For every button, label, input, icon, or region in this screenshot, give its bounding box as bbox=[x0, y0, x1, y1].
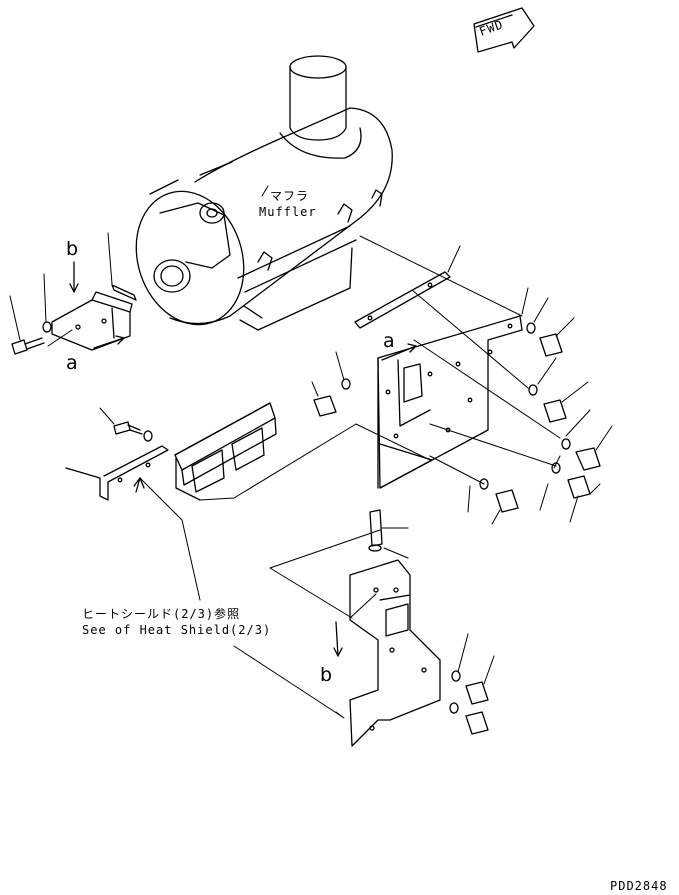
reference-label-jp: ヒートシールド(2/3)参照 bbox=[82, 607, 241, 621]
center-strap bbox=[354, 271, 451, 329]
fwd-arrow-icon bbox=[473, 7, 535, 53]
lower-left-rod bbox=[65, 421, 169, 501]
left-heat-shield bbox=[174, 402, 277, 501]
drawing-number: PDD2848 bbox=[610, 879, 668, 893]
leader-lines bbox=[9, 185, 613, 719]
callout-a-left: a bbox=[66, 352, 78, 374]
lower-bracket bbox=[349, 509, 441, 747]
muffler-label-jp: マフラ bbox=[270, 189, 310, 203]
muffler bbox=[135, 55, 393, 331]
right-heat-shield bbox=[377, 315, 523, 489]
callout-b-bottom: b bbox=[320, 664, 333, 686]
callout-b-top: b bbox=[66, 238, 79, 260]
bolts-right bbox=[313, 322, 601, 735]
callout-arrows bbox=[69, 261, 417, 657]
reference-label-en: See of Heat Shield(2/3) bbox=[82, 623, 272, 637]
muffler-label-en: Muffler bbox=[259, 205, 317, 219]
callout-a-right: a bbox=[383, 330, 395, 352]
left-bracket bbox=[11, 284, 137, 355]
